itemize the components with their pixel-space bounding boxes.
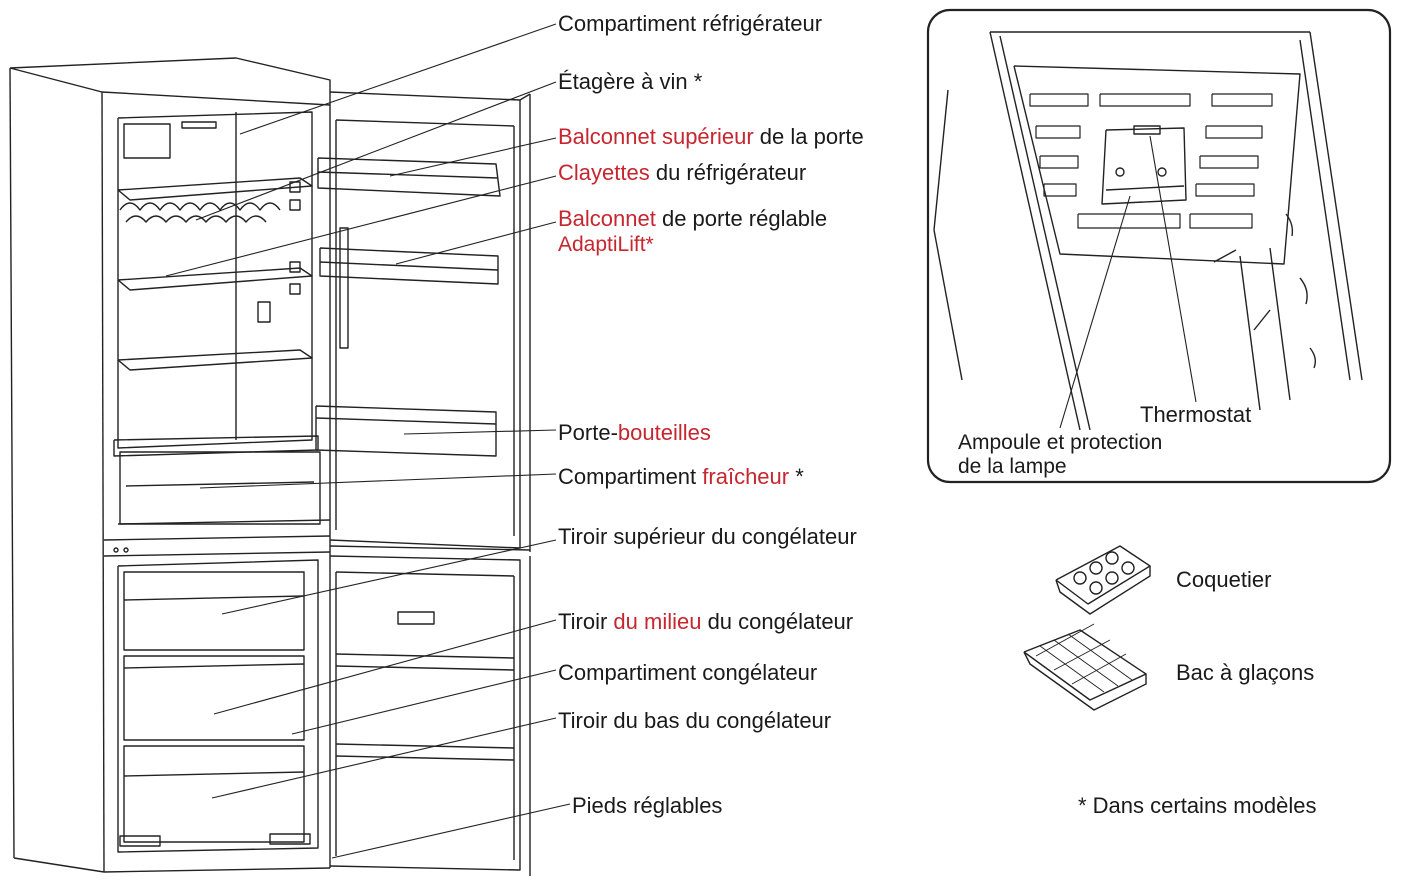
label-adjustable-balcony-rest: de porte réglable — [655, 206, 828, 231]
label-freezer-middle-drawer: Tiroir du milieu du congélateur — [558, 609, 853, 635]
label-ice-tray: Bac à glaçons — [1176, 660, 1315, 685]
label-bottle-holder: Porte-bouteilles — [558, 420, 711, 446]
leader-lines — [165, 23, 571, 859]
lamp-inset — [926, 8, 1392, 484]
label-wine-shelf: Étagère à vin * — [558, 69, 703, 94]
label-adjustable-balcony: Balconnet de porte réglable — [558, 206, 827, 232]
label-upper-door-balcony-rest: de la porte — [753, 124, 864, 149]
label-bottle-holder-prefix: Porte- — [558, 420, 618, 445]
egg-tray-drawing — [1055, 545, 1151, 615]
label-fridge-compartment: Compartiment réfrigérateur — [558, 11, 823, 36]
fridge-cabinet — [9, 57, 331, 873]
label-lamp-line2: de la lampe — [958, 455, 1067, 478]
label-bottle-holder-highlight: bouteilles — [617, 420, 711, 445]
fridge-doors — [315, 91, 531, 876]
label-fresh-compartment-prefix: Compartiment — [558, 464, 703, 489]
label-upper-door-balcony: Balconnet supérieur de la porte — [558, 124, 864, 150]
label-freezer-middle-drawer-highlight: du milieu — [613, 609, 702, 634]
label-fridge-shelves-rest: du réfrigérateur — [649, 160, 807, 185]
label-fresh-compartment-highlight: fraîcheur — [702, 464, 790, 489]
label-freezer-middle-drawer-prefix: Tiroir — [558, 609, 614, 634]
label-fridge-shelves: Clayettes du réfrigérateur — [558, 160, 806, 186]
label-thermostat: Thermostat — [1140, 402, 1252, 427]
label-freezer-compartment: Compartiment congélateur — [558, 660, 818, 685]
label-adjustable-feet: Pieds réglables — [572, 793, 723, 818]
label-adaptilift: AdaptiLift* — [558, 233, 654, 256]
label-fridge-shelves-highlight: Clayettes — [558, 160, 650, 185]
footnote-some-models: * Dans certains modèles — [1078, 793, 1317, 818]
label-upper-door-balcony-highlight: Balconnet supérieur — [558, 124, 754, 149]
label-egg-tray: Coquetier — [1176, 567, 1272, 592]
label-freezer-bottom-drawer: Tiroir du bas du congélateur — [558, 708, 832, 733]
label-fresh-compartment: Compartiment fraîcheur * — [558, 464, 804, 490]
label-fresh-compartment-suffix: * — [789, 464, 804, 489]
label-adjustable-balcony-highlight: Balconnet — [558, 206, 656, 231]
label-freezer-middle-drawer-suffix: du congélateur — [701, 609, 854, 634]
ice-tray-drawing — [1023, 623, 1147, 711]
label-lamp-line1: Ampoule et protection — [958, 431, 1163, 454]
label-freezer-top-drawer: Tiroir supérieur du congélateur — [558, 524, 857, 549]
